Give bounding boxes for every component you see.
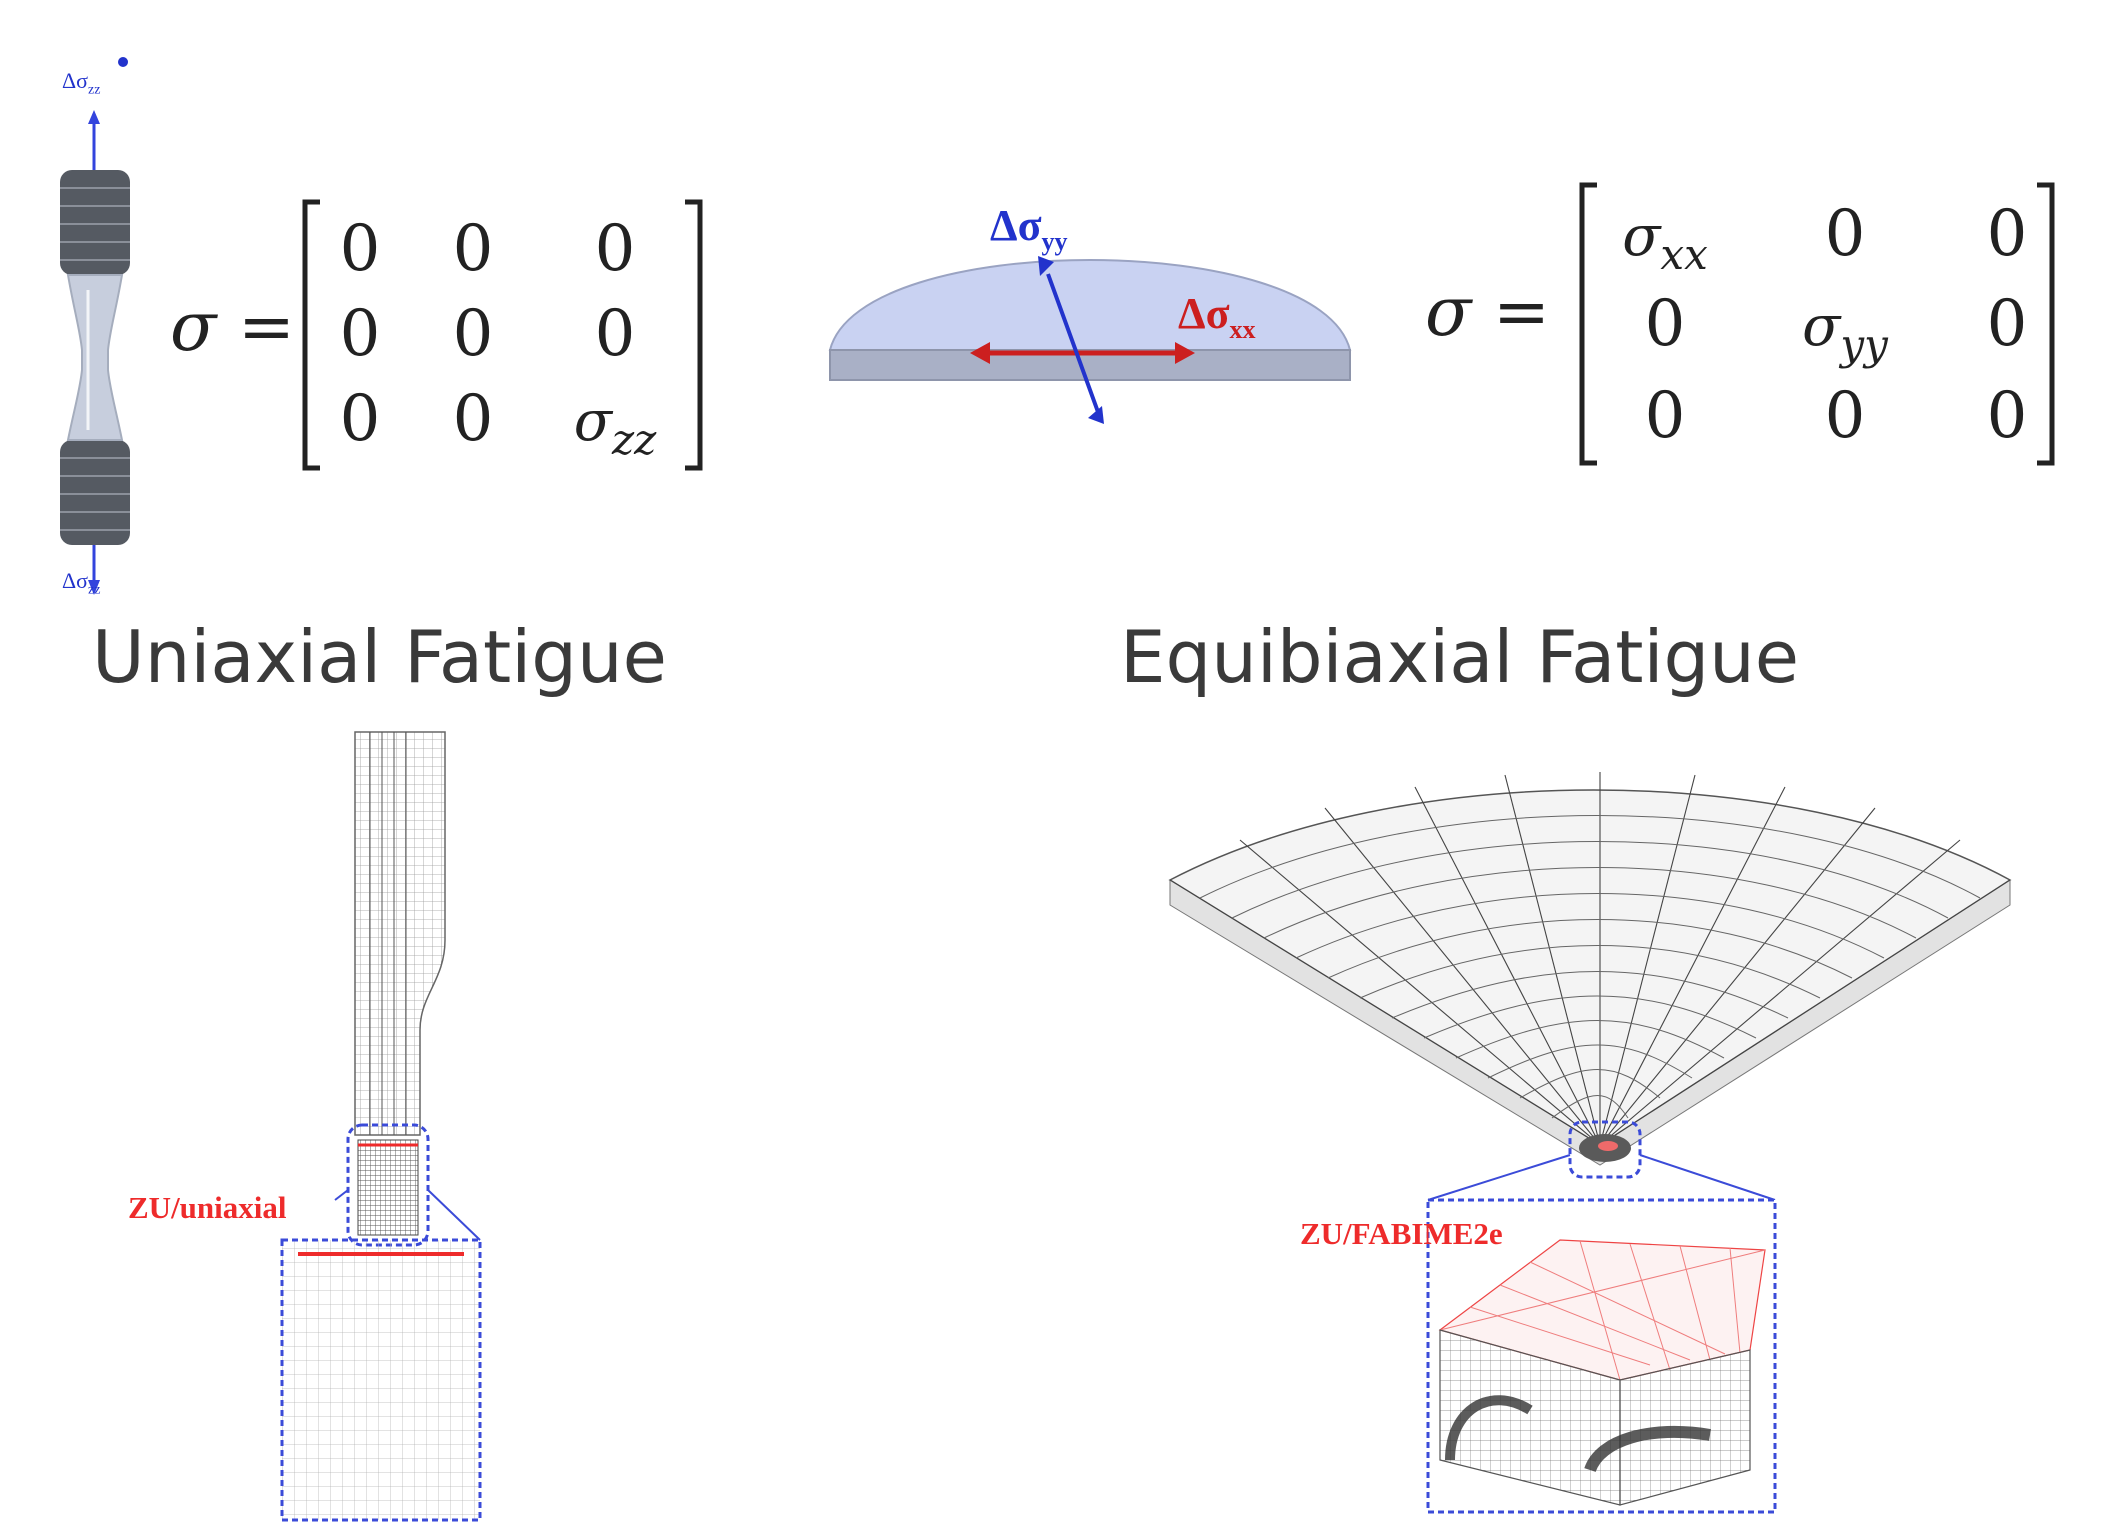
xx-load-label: Δσxx [1178,288,1256,345]
matrix-cell-2-0: 0 [340,382,381,456]
matrix-cell-2-2: 0 [1987,379,2028,453]
matrix-cell-2-0: 0 [1645,379,1686,453]
matrix-lhs: σ = [170,288,295,367]
matrix-cell-1-0: 0 [340,297,381,371]
load-delta-sigma: Δσ [62,68,89,93]
zu-uniaxial-label: ZU/uniaxial [128,1190,287,1225]
matrix-cell-1-1: 0 [453,297,494,371]
uniaxial-stress-matrix: σ = 0 0 0 0 0 0 0 0 σzz [170,199,703,471]
matrix-cell-0-1: 0 [1825,197,1866,271]
matrix-cell-2-1: 0 [1825,379,1866,453]
uniaxial-caption: Uniaxial Fatigue [92,615,667,699]
zu-fabime2e-label: ZU/FABIME2e [1300,1216,1503,1251]
load-sub: zz [88,82,101,98]
matrix-cell-1-2: 0 [595,297,636,371]
uniaxial-load-label-top: Δσzz [62,68,100,98]
matrix-cell-0-0: σxx [1622,204,1708,279]
matrix-lhs: σ = [1425,273,1550,352]
uniaxial-load-label-bottom: Δσzz [62,568,100,598]
xx-delta-sigma: Δσ [1178,289,1230,338]
matrix-cell-2-1: 0 [453,382,494,456]
load-sub: zz [88,582,101,598]
equibiaxial-fe-mesh [1168,772,2012,1514]
xx-sub: xx [1229,314,1256,344]
matrix-cell-0-1: 0 [453,212,494,286]
matrix-cell-1-1: σyy [1802,294,1889,369]
equibiaxial-stress-matrix: σ = σxx 0 0 0 σyy 0 0 0 0 [1425,182,2055,466]
equibiaxial-disc [828,256,1352,424]
equibiaxial-caption: Equibiaxial Fatigue [1120,615,1800,699]
load-delta-sigma: Δσ [62,568,89,593]
matrix-cell-2-2: σzz [574,389,657,464]
matrix-cell-1-0: 0 [1645,287,1686,361]
matrix-cell-0-0: 0 [340,212,381,286]
uniaxial-fe-mesh [280,731,482,1522]
matrix-cell-0-2: 0 [595,212,636,286]
yy-delta-sigma: Δσ [990,201,1042,250]
yy-sub: yy [1041,226,1068,256]
matrix-cell-0-2: 0 [1987,197,2028,271]
yy-load-label: Δσyy [990,200,1068,257]
matrix-cell-1-2: 0 [1987,287,2028,361]
uniaxial-specimen [60,57,130,595]
